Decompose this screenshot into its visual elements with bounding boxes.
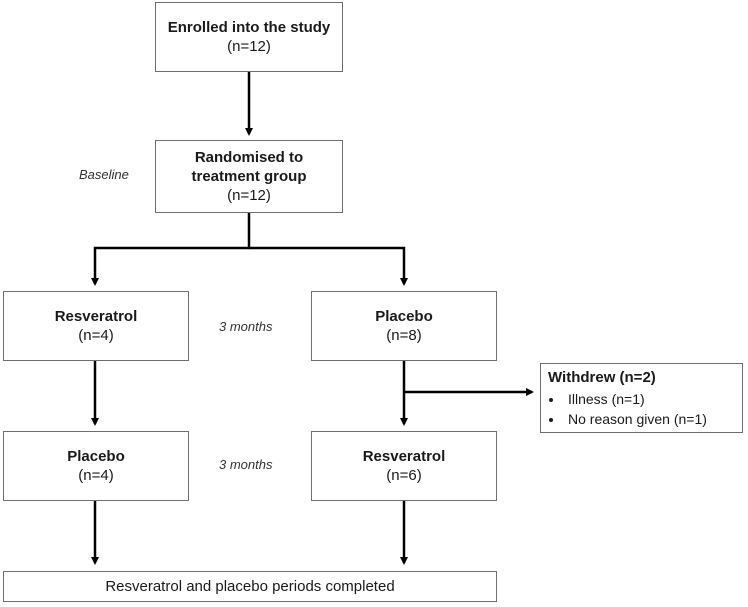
placebo-period1-title: Placebo (375, 308, 433, 325)
resveratrol-period2-box: Resveratrol (n=6) (311, 431, 497, 501)
completed-label: Resveratrol and placebo periods complete… (105, 578, 395, 595)
withdrew-reason: No reason given (n=1) (564, 409, 707, 429)
placebo-period1-count: (n=8) (386, 327, 422, 344)
connector-randomised-split (91, 213, 251, 286)
withdrew-box: Withdrew (n=2) Illness (n=1) No reason g… (540, 363, 743, 433)
enrolled-count: (n=12) (227, 38, 271, 55)
withdrew-title: Withdrew (n=2) (548, 369, 656, 386)
randomised-count: (n=12) (227, 187, 271, 204)
resveratrol-period2-count: (n=6) (386, 467, 422, 484)
enrolled-box: Enrolled into the study (n=12) (155, 2, 343, 72)
placebo-period1-box: Placebo (n=8) (311, 291, 497, 361)
placebo-period2-count: (n=4) (78, 467, 114, 484)
placebo-period2-box: Placebo (n=4) (3, 431, 189, 501)
resveratrol-period1-title: Resveratrol (54, 308, 138, 325)
withdrew-reasons: Illness (n=1) No reason given (n=1) (548, 389, 707, 429)
resveratrol-period1-count: (n=4) (78, 327, 114, 344)
completed-box: Resveratrol and placebo periods complete… (3, 571, 497, 602)
randomised-title-line2: treatment group (191, 168, 307, 185)
resveratrol-period1-box: Resveratrol (n=4) (3, 291, 189, 361)
randomised-box: Randomised to treatment group (n=12) (155, 140, 343, 213)
period1-label: 3 months (219, 319, 273, 334)
resveratrol-period2-title: Resveratrol (362, 448, 446, 465)
enrolled-title: Enrolled into the study (167, 19, 331, 36)
withdrew-reason: Illness (n=1) (564, 389, 707, 409)
connector-randomised-split-right (249, 246, 408, 286)
baseline-label: Baseline (79, 167, 129, 182)
placebo-period2-title: Placebo (67, 448, 125, 465)
randomised-title-line1: Randomised to (194, 149, 304, 166)
period2-label: 3 months (219, 457, 273, 472)
